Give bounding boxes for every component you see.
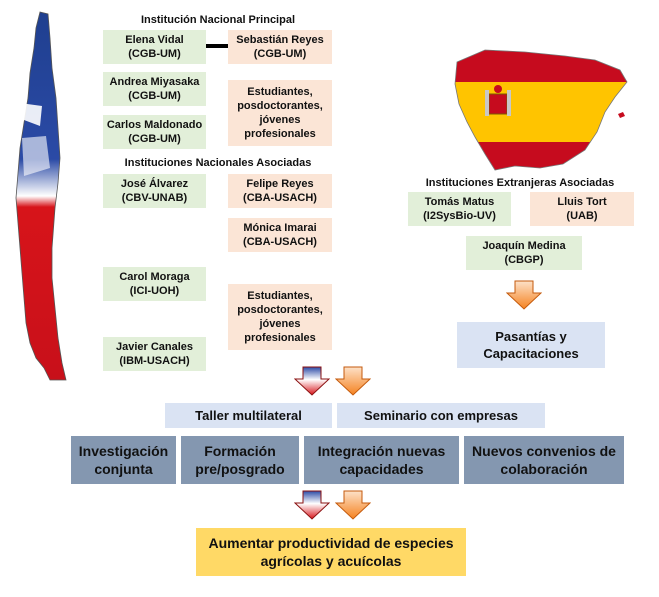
person-institution: (IBM-USACH): [119, 355, 190, 367]
students-main: Estudiantes, posdoctorantes, jóvenes profes…: [228, 80, 332, 146]
person-name: Mónica Imarai: [243, 222, 317, 234]
chile-arrow-icon: [294, 366, 330, 396]
person-lluis-tort: Lluis Tort (UAB): [530, 192, 634, 226]
person-sebastian-reyes: Sebastián Reyes (CGB-UM): [228, 30, 332, 64]
orange-arrow-icon: [335, 366, 371, 396]
students-line: posdoctorantes,: [237, 100, 323, 112]
person-carlos-maldonado: Carlos Maldonado (CGB-UM): [103, 115, 206, 149]
outcome-line: Investigación: [78, 443, 169, 459]
taller-box: Taller multilateral: [165, 403, 332, 428]
person-institution: (CBV-UNAB): [121, 192, 188, 204]
foreign-assoc-title: Instituciones Extranjeras Asociadas: [425, 177, 615, 189]
person-name: Andrea Miyasaka: [109, 76, 200, 88]
outcome-investigacion: Investigación conjunta: [71, 436, 176, 484]
connector-line: [206, 44, 228, 48]
students-line: profesionales: [244, 128, 316, 140]
person-name: Joaquín Medina: [482, 240, 566, 252]
person-institution: (CGB-UM): [128, 133, 181, 145]
students-line: jóvenes: [259, 114, 301, 126]
person-institution: (CBA-USACH): [243, 236, 317, 248]
person-institution: (I2SysBio-UV): [423, 210, 496, 222]
outcome-formacion: Formación pre/posgrado: [181, 436, 299, 484]
person-institution: (UAB): [566, 210, 598, 222]
person-name: José Álvarez: [120, 178, 189, 190]
pasantias-line: Pasantías y: [495, 329, 567, 344]
pasantias-line: Capacitaciones: [483, 346, 579, 361]
person-institution: (CGB-UM): [128, 48, 181, 60]
person-name: Felipe Reyes: [246, 178, 314, 190]
person-tomas-matus: Tomás Matus (I2SysBio-UV): [408, 192, 511, 226]
outcome-line: Formación: [204, 443, 276, 459]
spain-map: [454, 49, 628, 171]
outcome-line: Nuevos convenios de: [472, 443, 616, 459]
goal-box: Aumentar productividad de especies agríco…: [196, 528, 466, 576]
goal-line: Aumentar productividad de especies: [208, 535, 454, 551]
national-assoc-title: Instituciones Nacionales Asociadas: [124, 157, 312, 169]
orange-arrow-icon: [506, 280, 542, 310]
outcome-line: colaboración: [500, 461, 588, 477]
person-name: Carlos Maldonado: [106, 119, 203, 131]
students-assoc: Estudiantes, posdoctorantes, jóvenes profes…: [228, 284, 332, 350]
person-felipe-reyes: Felipe Reyes (CBA-USACH): [228, 174, 332, 208]
students-line: jóvenes: [259, 318, 301, 330]
person-institution: (CGB-UM): [253, 48, 307, 60]
person-name: Elena Vidal: [125, 34, 184, 46]
seminario-box: Seminario con empresas: [337, 403, 545, 428]
outcome-convenios: Nuevos convenios de colaboración: [464, 436, 624, 484]
national-main-title: Institución Nacional Principal: [140, 14, 296, 26]
outcome-integracion: Integración nuevas capacidades: [304, 436, 459, 484]
students-line: posdoctorantes,: [237, 304, 323, 316]
person-institution: (CGB-UM): [128, 90, 181, 102]
person-name: Carol Moraga: [119, 271, 190, 283]
person-joaquin-medina: Joaquín Medina (CBGP): [466, 236, 582, 270]
person-javier-canales: Javier Canales (IBM-USACH): [103, 337, 206, 371]
pasantias-box: Pasantías y Capacitaciones: [457, 322, 605, 368]
person-institution: (CBGP): [504, 254, 544, 266]
person-institution: (ICI-UOH): [129, 285, 180, 297]
orange-arrow-icon: [335, 490, 371, 520]
person-elena-vidal: Elena Vidal (CGB-UM): [103, 30, 206, 64]
outcome-line: conjunta: [94, 461, 153, 477]
person-name: Tomás Matus: [424, 196, 495, 208]
students-line: Estudiantes,: [247, 86, 313, 98]
person-institution: (CBA-USACH): [243, 192, 317, 204]
chile-map: [15, 11, 67, 381]
person-name: Lluis Tort: [557, 196, 607, 208]
outcome-line: capacidades: [339, 461, 424, 477]
person-andrea-miyasaka: Andrea Miyasaka (CGB-UM): [103, 72, 206, 106]
outcome-line: pre/posgrado: [195, 461, 285, 477]
person-carol-moraga: Carol Moraga (ICI-UOH): [103, 267, 206, 301]
goal-line: agrícolas y acuícolas: [260, 553, 402, 569]
outcome-line: Integración nuevas: [317, 443, 446, 459]
person-monica-imarai: Mónica Imarai (CBA-USACH): [228, 218, 332, 252]
chile-arrow-icon: [294, 490, 330, 520]
person-name: Sebastián Reyes: [236, 34, 324, 46]
person-name: Javier Canales: [115, 341, 194, 353]
students-line: Estudiantes,: [247, 290, 313, 302]
students-line: profesionales: [244, 332, 316, 344]
person-jose-alvarez: José Álvarez (CBV-UNAB): [103, 174, 206, 208]
